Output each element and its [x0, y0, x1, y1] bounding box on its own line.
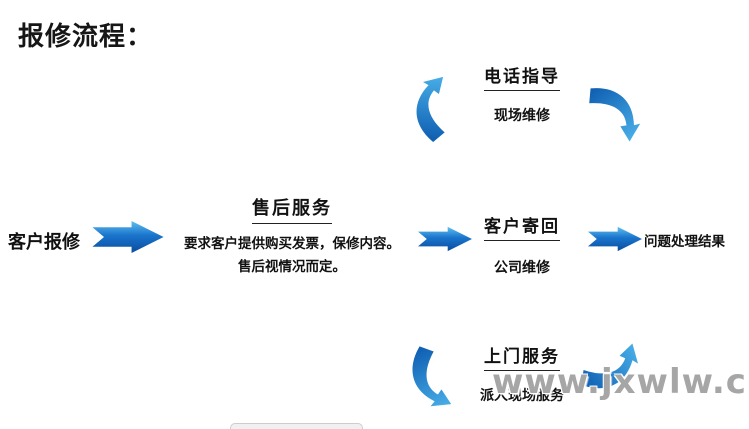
branch-bottom-heading: 上门服务 — [484, 342, 560, 371]
after-sales-desc-line1: 要求客户提供购买发票，保修内容。 — [184, 236, 400, 252]
flow-arrow-right-icon — [92, 221, 164, 253]
flow-node-customer-sendback: 客户寄回 公司维修 — [462, 212, 582, 277]
after-sales-heading: 售后服务 — [252, 194, 332, 224]
cropped-bottom-element — [230, 423, 363, 429]
after-sales-desc-line2: 售后视情况而定。 — [238, 258, 346, 275]
branch-bottom-sub: 派人现场服务 — [480, 388, 564, 404]
flow-node-result: 问题处理结果 — [644, 234, 725, 250]
curved-arrow-up-right-icon — [392, 66, 477, 151]
page-title: 报修流程： — [18, 22, 154, 52]
flow-node-customer-report: 客户报修 — [8, 232, 80, 253]
flow-node-phone-guidance: 电话指导 现场维修 — [462, 62, 582, 125]
curved-arrow-down-left-icon — [394, 340, 471, 417]
flow-node-after-sales: 售后服务 要求客户提供购买发票，保修内容。 售后视情况而定。 — [158, 194, 426, 278]
curved-arrow-up-icon — [574, 332, 645, 402]
flow-arrow-right-icon — [588, 225, 642, 253]
flow-arrow-right-icon — [418, 224, 472, 254]
curved-arrow-down-right-icon — [581, 80, 648, 145]
branch-middle-heading: 客户寄回 — [484, 212, 560, 241]
branch-top-heading: 电话指导 — [484, 62, 560, 91]
flow-node-door-service: 上门服务 派人现场服务 — [452, 342, 592, 405]
branch-middle-sub: 公司维修 — [494, 260, 550, 276]
branch-top-sub: 现场维修 — [494, 108, 550, 124]
